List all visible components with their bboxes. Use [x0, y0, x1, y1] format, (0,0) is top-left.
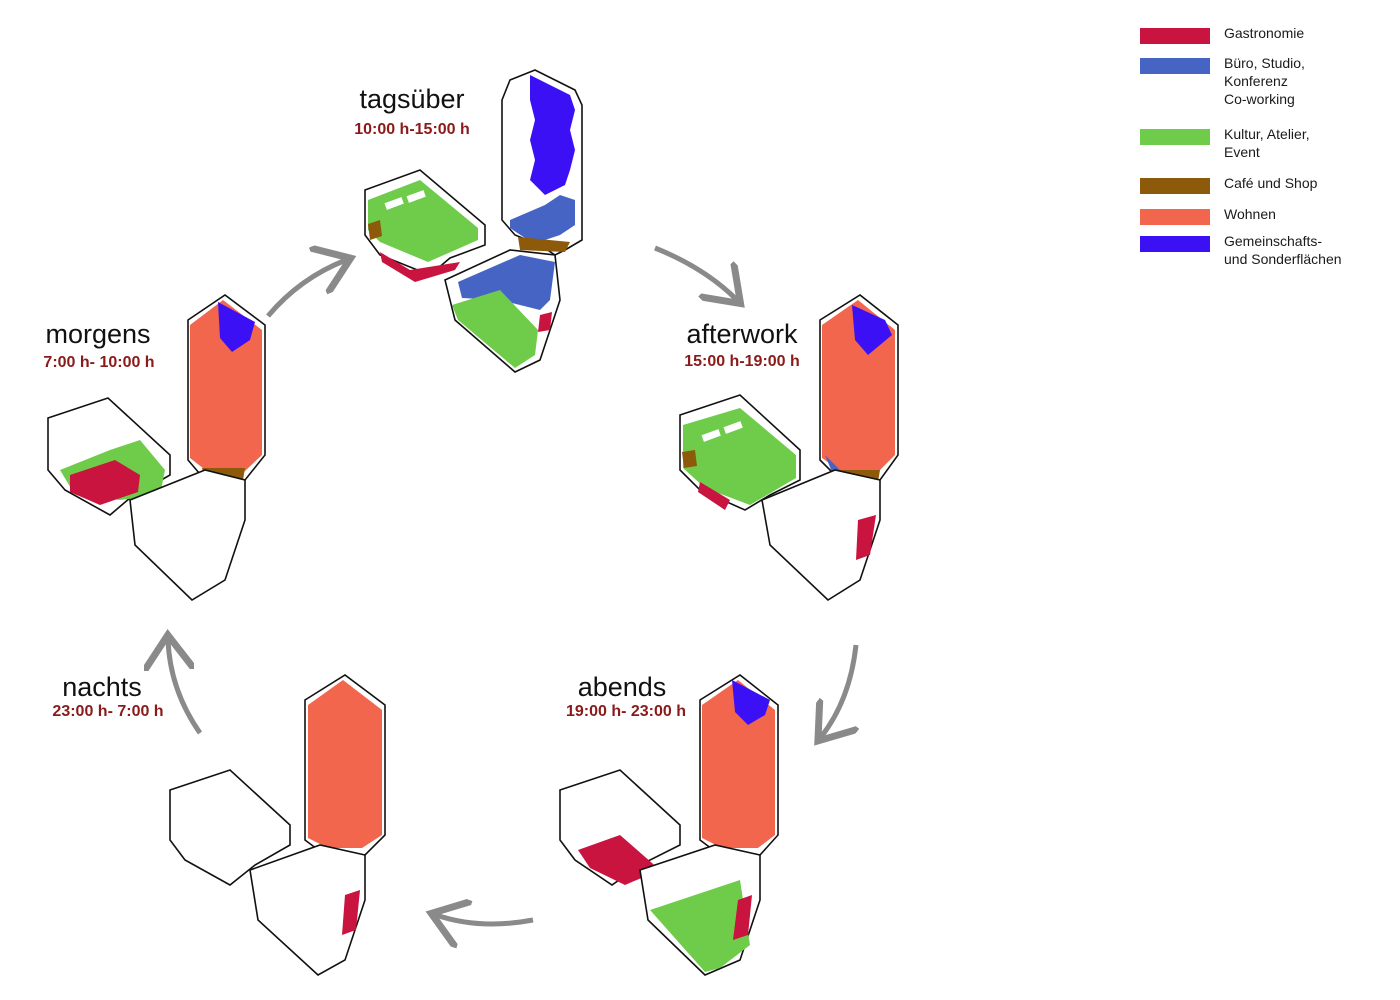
- scene-time-tagsueber: 10:00 h-15:00 h: [354, 121, 470, 138]
- legend-label: Kultur, Atelier, Event: [1224, 126, 1310, 160]
- scene-title-afterwork: afterwork: [686, 319, 798, 349]
- legend-swatch: [1140, 129, 1210, 145]
- scene-time-afterwork: 15:00 h-19:00 h: [684, 353, 800, 370]
- scene-title-abends: abends: [577, 672, 667, 702]
- building-nachts: [169, 674, 386, 976]
- legend-label: Gastronomie: [1224, 25, 1305, 41]
- legend-label: Büro, Studio, Konferenz Co-working: [1224, 55, 1305, 107]
- arrow-afterwork-to-abends: [821, 644, 856, 737]
- building-tagsueber: [364, 69, 583, 373]
- scene-title-tagsueber: tagsüber: [359, 84, 465, 114]
- legend-swatch: [1140, 58, 1210, 74]
- legend-label: Gemeinschafts- und Sonderflächen: [1224, 233, 1342, 267]
- scene-title-morgens: morgens: [45, 319, 151, 349]
- legend-swatch: [1140, 28, 1210, 44]
- legend-swatch: [1140, 209, 1210, 225]
- arrow-nachts-to-morgens: [168, 640, 203, 735]
- legend-swatch: [1140, 236, 1210, 252]
- arrow-morgens-to-tagsueber: [266, 260, 346, 318]
- building-morgens: [47, 294, 266, 602]
- legend-label: Café und Shop: [1224, 175, 1318, 191]
- legend-swatch: [1140, 178, 1210, 194]
- building-afterwork: [679, 294, 899, 602]
- building-abends: [559, 674, 779, 976]
- arrow-abends-to-nachts: [436, 915, 534, 924]
- scene-title-nachts: nachts: [62, 672, 142, 702]
- scene-time-abends: 19:00 h- 23:00 h: [565, 703, 687, 720]
- arrow-tagsueber-to-afterwork: [654, 245, 737, 300]
- scene-time-morgens: 7:00 h- 10:00 h: [43, 354, 155, 371]
- legend-label: Wohnen: [1224, 206, 1276, 222]
- scene-time-nachts: 23:00 h- 7:00 h: [52, 703, 164, 720]
